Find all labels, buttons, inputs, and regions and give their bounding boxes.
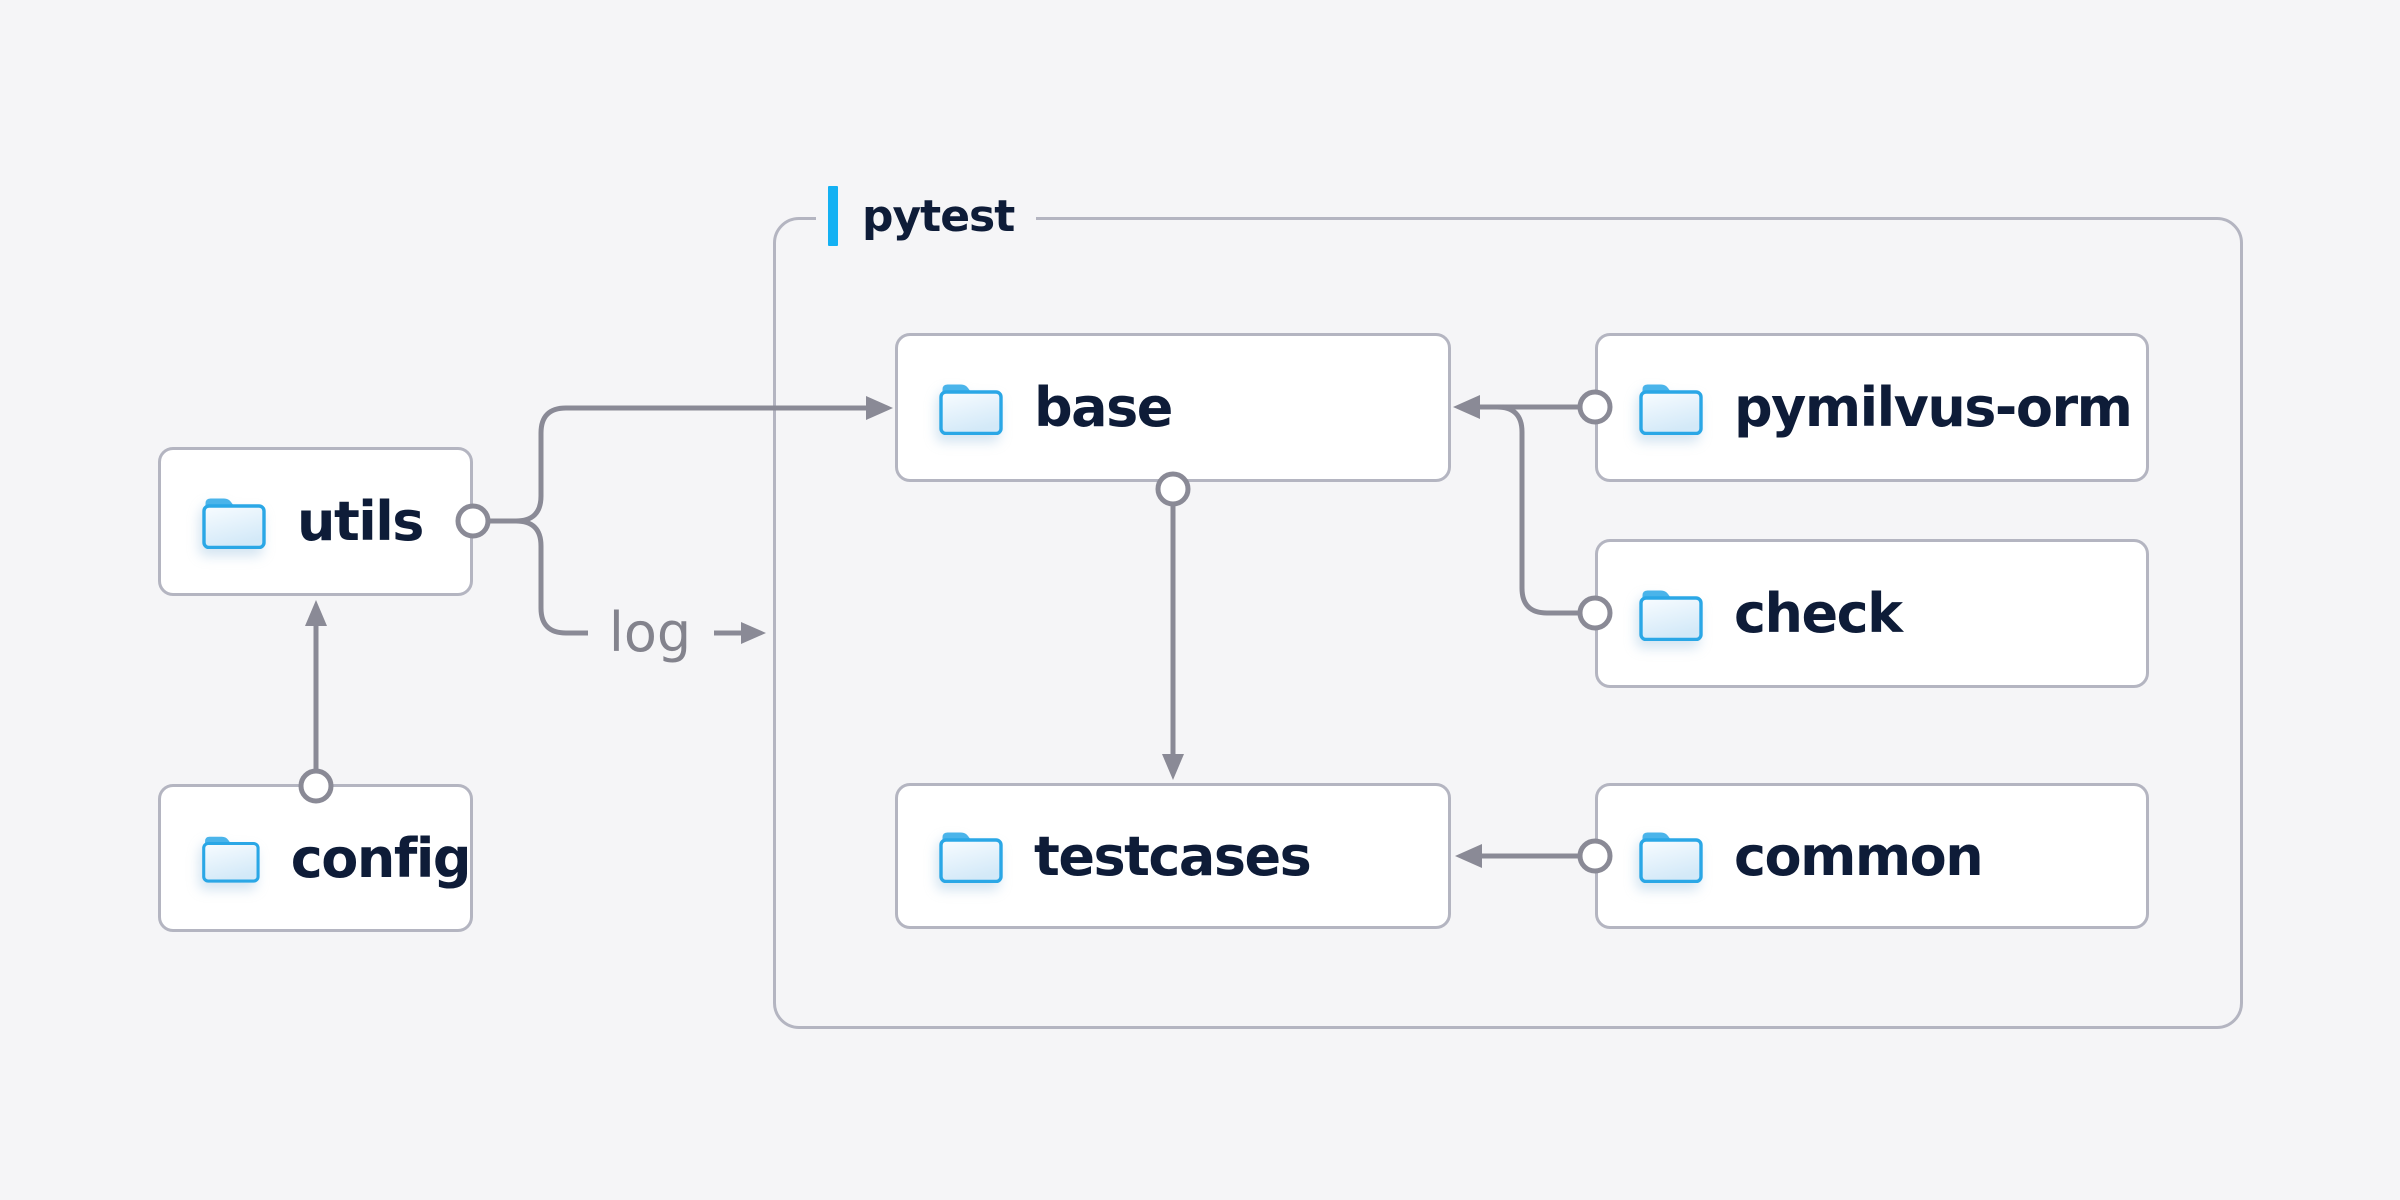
edge-label-log: log	[608, 601, 692, 664]
node-config: config	[158, 784, 473, 932]
folder-icon	[1639, 590, 1703, 641]
node-check: check	[1595, 539, 2149, 688]
node-label: base	[1034, 376, 1173, 439]
edge-utils-log	[515, 518, 588, 636]
group-title: pytest	[862, 190, 1015, 242]
arrowhead-up-icon	[305, 600, 327, 626]
folder-icon	[1639, 832, 1703, 883]
node-label: common	[1734, 824, 1984, 888]
folder-icon	[939, 384, 1003, 435]
node-label: testcases	[1034, 824, 1312, 888]
node-label: pymilvus-orm	[1734, 376, 2133, 439]
folder-icon	[939, 832, 1003, 883]
folder-icon	[202, 498, 266, 549]
node-pymilvus-orm: pymilvus-orm	[1595, 333, 2149, 482]
node-label: config	[290, 826, 472, 890]
folder-icon	[1639, 384, 1703, 435]
node-label: check	[1734, 582, 1903, 645]
arrowhead-right-icon	[741, 622, 766, 644]
node-testcases: testcases	[895, 783, 1451, 929]
node-utils: utils	[158, 447, 473, 596]
group-pytest-label: pytest	[816, 185, 1037, 247]
group-pytest	[773, 217, 2243, 1029]
node-common: common	[1595, 783, 2149, 929]
node-base: base	[895, 333, 1451, 482]
accent-bar	[828, 186, 838, 246]
folder-icon	[202, 836, 260, 883]
node-label: utils	[297, 490, 424, 553]
